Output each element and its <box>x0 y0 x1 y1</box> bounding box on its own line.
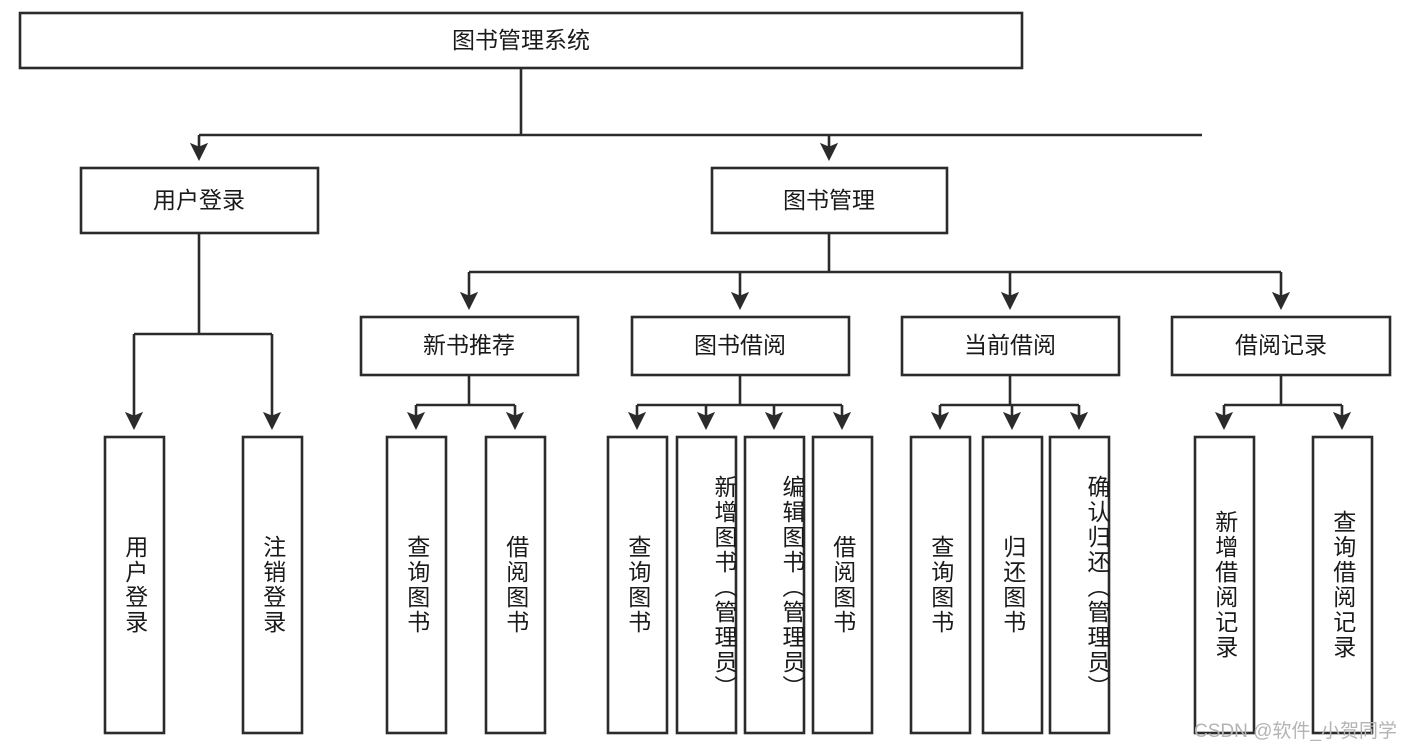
leaf-rec-add-rect[interactable] <box>1193 435 1256 735</box>
csdn-watermark: CSDN @软件_小贺同学 <box>1194 721 1397 742</box>
connector-book-borrow-to-leaves <box>627 375 852 431</box>
node-user-login-rect <box>79 166 320 235</box>
node-book-borrow[interactable]: 图书借阅 <box>630 315 851 377</box>
node-current-borrow[interactable]: 当前借阅 <box>900 315 1121 377</box>
leaf-user-logout-rect[interactable] <box>241 435 304 735</box>
node-borrow-record[interactable]: 借阅记录 <box>1170 315 1392 377</box>
leaf-cur-return-rect[interactable] <box>981 435 1044 735</box>
leaf-rec-borrow-rect[interactable] <box>484 435 547 735</box>
connector-root-to-level2 <box>189 68 1202 162</box>
node-root-rect <box>18 11 1024 70</box>
node-new-book-rec-rect <box>359 315 580 377</box>
leaf-cur-confirm-rect[interactable] <box>1048 435 1111 735</box>
leaf-rec-query-rect[interactable] <box>385 435 448 735</box>
connector-book-manage-to-level3 <box>459 233 1291 311</box>
node-current-borrow-label: 当前借阅 <box>964 332 1056 358</box>
connector-user-login-to-leaves <box>124 233 282 431</box>
node-book-manage[interactable]: 图书管理 <box>710 166 949 235</box>
node-root[interactable]: 图书管理系统 <box>18 11 1024 70</box>
connector-current-borrow-to-leaves <box>930 375 1089 431</box>
node-borrow-record-label: 借阅记录 <box>1235 332 1327 358</box>
leaf-borrow-add-rect[interactable] <box>675 435 738 735</box>
node-user-login-label: 用户登录 <box>153 187 245 213</box>
connector-new-book-rec-to-leaves <box>406 375 525 431</box>
node-book-manage-label: 图书管理 <box>783 187 875 213</box>
leaf-borrow-edit-rect[interactable] <box>743 435 806 735</box>
leaf-borrow-query-rect[interactable] <box>606 435 669 735</box>
leaf-rec-query2-rect[interactable] <box>1311 435 1374 735</box>
connector-borrow-record-to-leaves <box>1214 375 1352 431</box>
node-new-book-rec[interactable]: 新书推荐 <box>359 315 580 377</box>
node-book-borrow-label: 图书借阅 <box>694 332 786 358</box>
leaf-user-login-rect[interactable] <box>103 435 166 735</box>
leaf-borrow-lend-rect[interactable] <box>811 435 874 735</box>
node-new-book-rec-label: 新书推荐 <box>423 332 515 358</box>
node-user-login[interactable]: 用户登录 <box>79 166 320 235</box>
node-root-label: 图书管理系统 <box>452 27 590 53</box>
leaf-rects <box>103 435 1374 735</box>
node-current-borrow-rect <box>900 315 1121 377</box>
leaf-cur-query-rect[interactable] <box>909 435 972 735</box>
